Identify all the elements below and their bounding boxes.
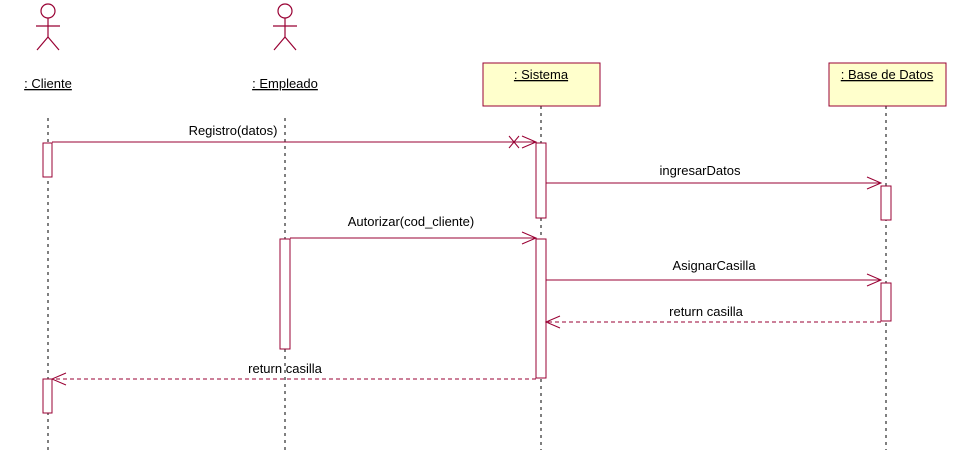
message-autorizar-label: Autorizar(cod_cliente) bbox=[348, 214, 474, 229]
activation-base-de-datos-2 bbox=[880, 282, 892, 322]
actor-cliente-head-icon bbox=[40, 3, 56, 19]
message-registro-label: Registro(datos) bbox=[189, 123, 278, 138]
message-return-casilla-1 bbox=[544, 315, 881, 329]
arrowhead-icon bbox=[866, 176, 883, 190]
activation-cliente-1 bbox=[42, 142, 53, 178]
message-ingresar-datos-label: ingresarDatos bbox=[660, 163, 741, 178]
message-return-casilla-2 bbox=[50, 372, 536, 386]
message-ingresar-datos bbox=[546, 176, 883, 190]
arrowhead-icon bbox=[521, 135, 538, 149]
actor-empleado-label: : Empleado bbox=[252, 76, 318, 91]
message-return-casilla-2-label: return casilla bbox=[248, 361, 322, 376]
arrowhead-icon bbox=[544, 315, 561, 329]
message-asignar-casilla bbox=[546, 273, 883, 287]
object-base-de-datos-label: : Base de Datos bbox=[841, 67, 934, 82]
object-sistema-label: : Sistema bbox=[514, 67, 569, 82]
actor-cliente[interactable] bbox=[36, 3, 60, 51]
activation-sistema-2 bbox=[535, 238, 547, 379]
actor-empleado[interactable] bbox=[273, 3, 297, 51]
object-base-de-datos-box[interactable] bbox=[828, 62, 947, 107]
arrowhead-icon bbox=[521, 231, 538, 245]
activation-base-de-datos-1 bbox=[880, 185, 892, 221]
message-registro bbox=[52, 135, 538, 149]
activation-sistema-1 bbox=[535, 142, 547, 219]
message-autorizar bbox=[290, 231, 538, 245]
message-return-casilla-1-label: return casilla bbox=[669, 304, 743, 319]
activation-cliente-2 bbox=[42, 378, 53, 414]
object-sistema-box[interactable] bbox=[482, 62, 601, 107]
actor-cliente-label: : Cliente bbox=[24, 76, 72, 91]
arrowhead-icon bbox=[866, 273, 883, 287]
message-asignar-casilla-label: AsignarCasilla bbox=[672, 258, 756, 273]
activation-empleado bbox=[279, 238, 291, 350]
arrowhead-icon bbox=[50, 372, 67, 386]
actor-empleado-head-icon bbox=[277, 3, 293, 19]
